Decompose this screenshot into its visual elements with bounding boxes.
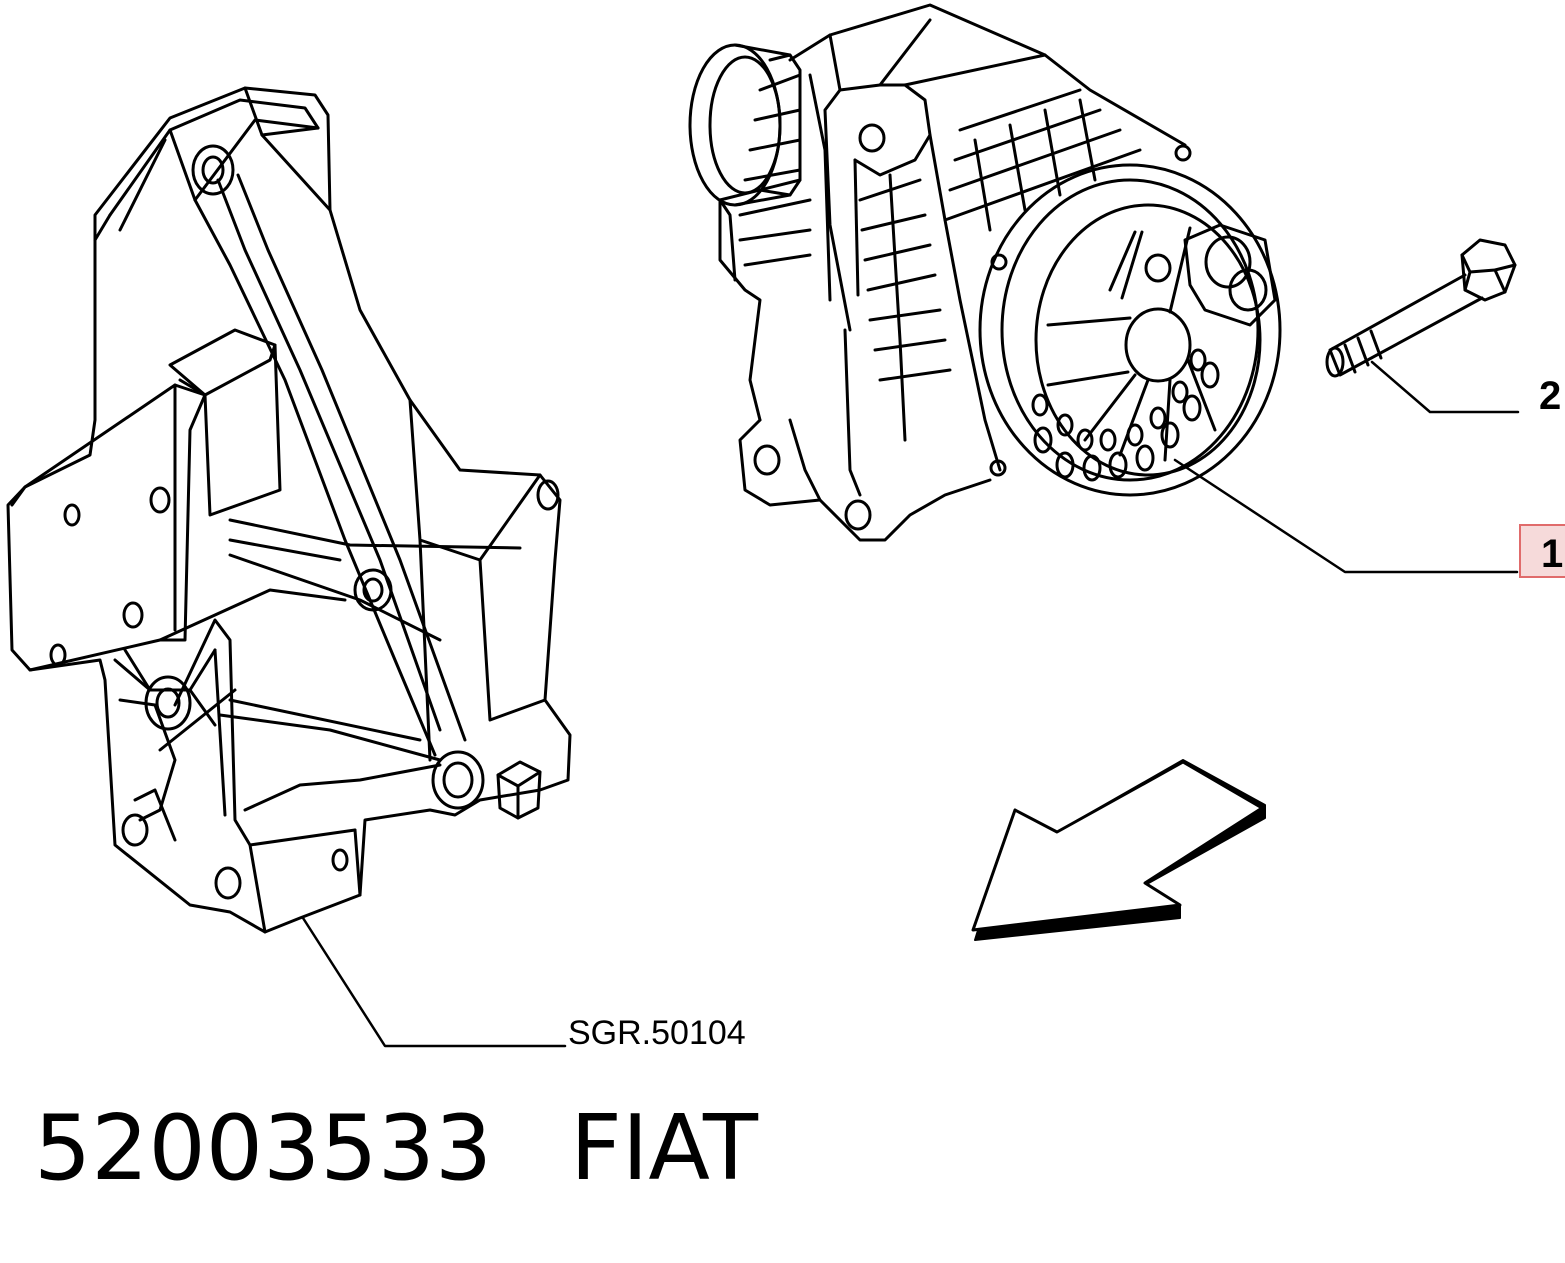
mounting-bracket (6, 86, 572, 1048)
bolt (1325, 238, 1520, 414)
part-number: 52003533 (34, 1096, 493, 1201)
alternator (688, 3, 1519, 574)
callout-1-highlight[interactable] (1519, 524, 1565, 578)
reference-group-label: SGR.50104 (568, 1014, 746, 1052)
brand-name: FIAT (570, 1096, 758, 1201)
callout-2-label: 2 (1539, 374, 1562, 418)
orientation-arrow-icon (971, 759, 1266, 941)
callout-1-label[interactable]: 1 (1541, 532, 1564, 576)
